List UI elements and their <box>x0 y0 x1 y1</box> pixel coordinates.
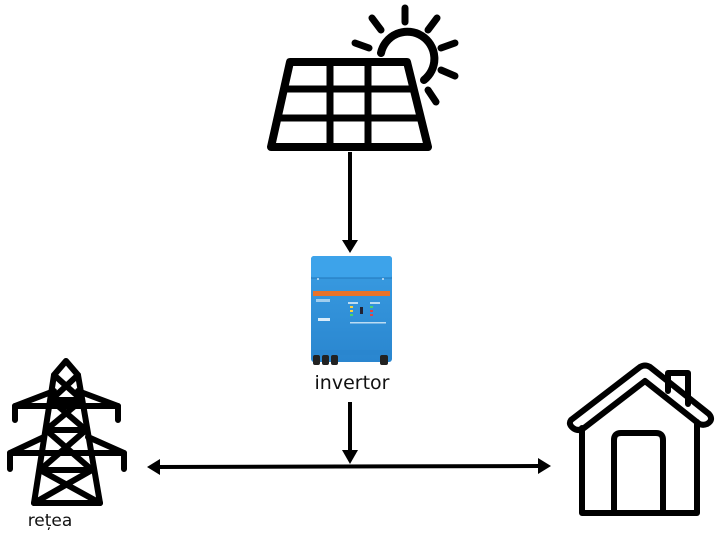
arrow-to-grid <box>147 459 160 475</box>
inverter-stripe <box>313 291 390 296</box>
grid-label: rețea <box>27 511 73 531</box>
arrow-inverter-to-bus <box>342 402 358 464</box>
bus-line-double-arrow <box>147 458 551 475</box>
solar-panel-with-sun-icon <box>267 4 459 151</box>
inverter-device-image <box>311 256 392 365</box>
power-transmission-tower-icon <box>7 358 127 506</box>
inverter-label: invertor <box>314 372 390 394</box>
house-icon <box>566 362 715 516</box>
arrow-to-house <box>538 458 551 474</box>
arrow-solar-to-inverter <box>342 152 358 253</box>
